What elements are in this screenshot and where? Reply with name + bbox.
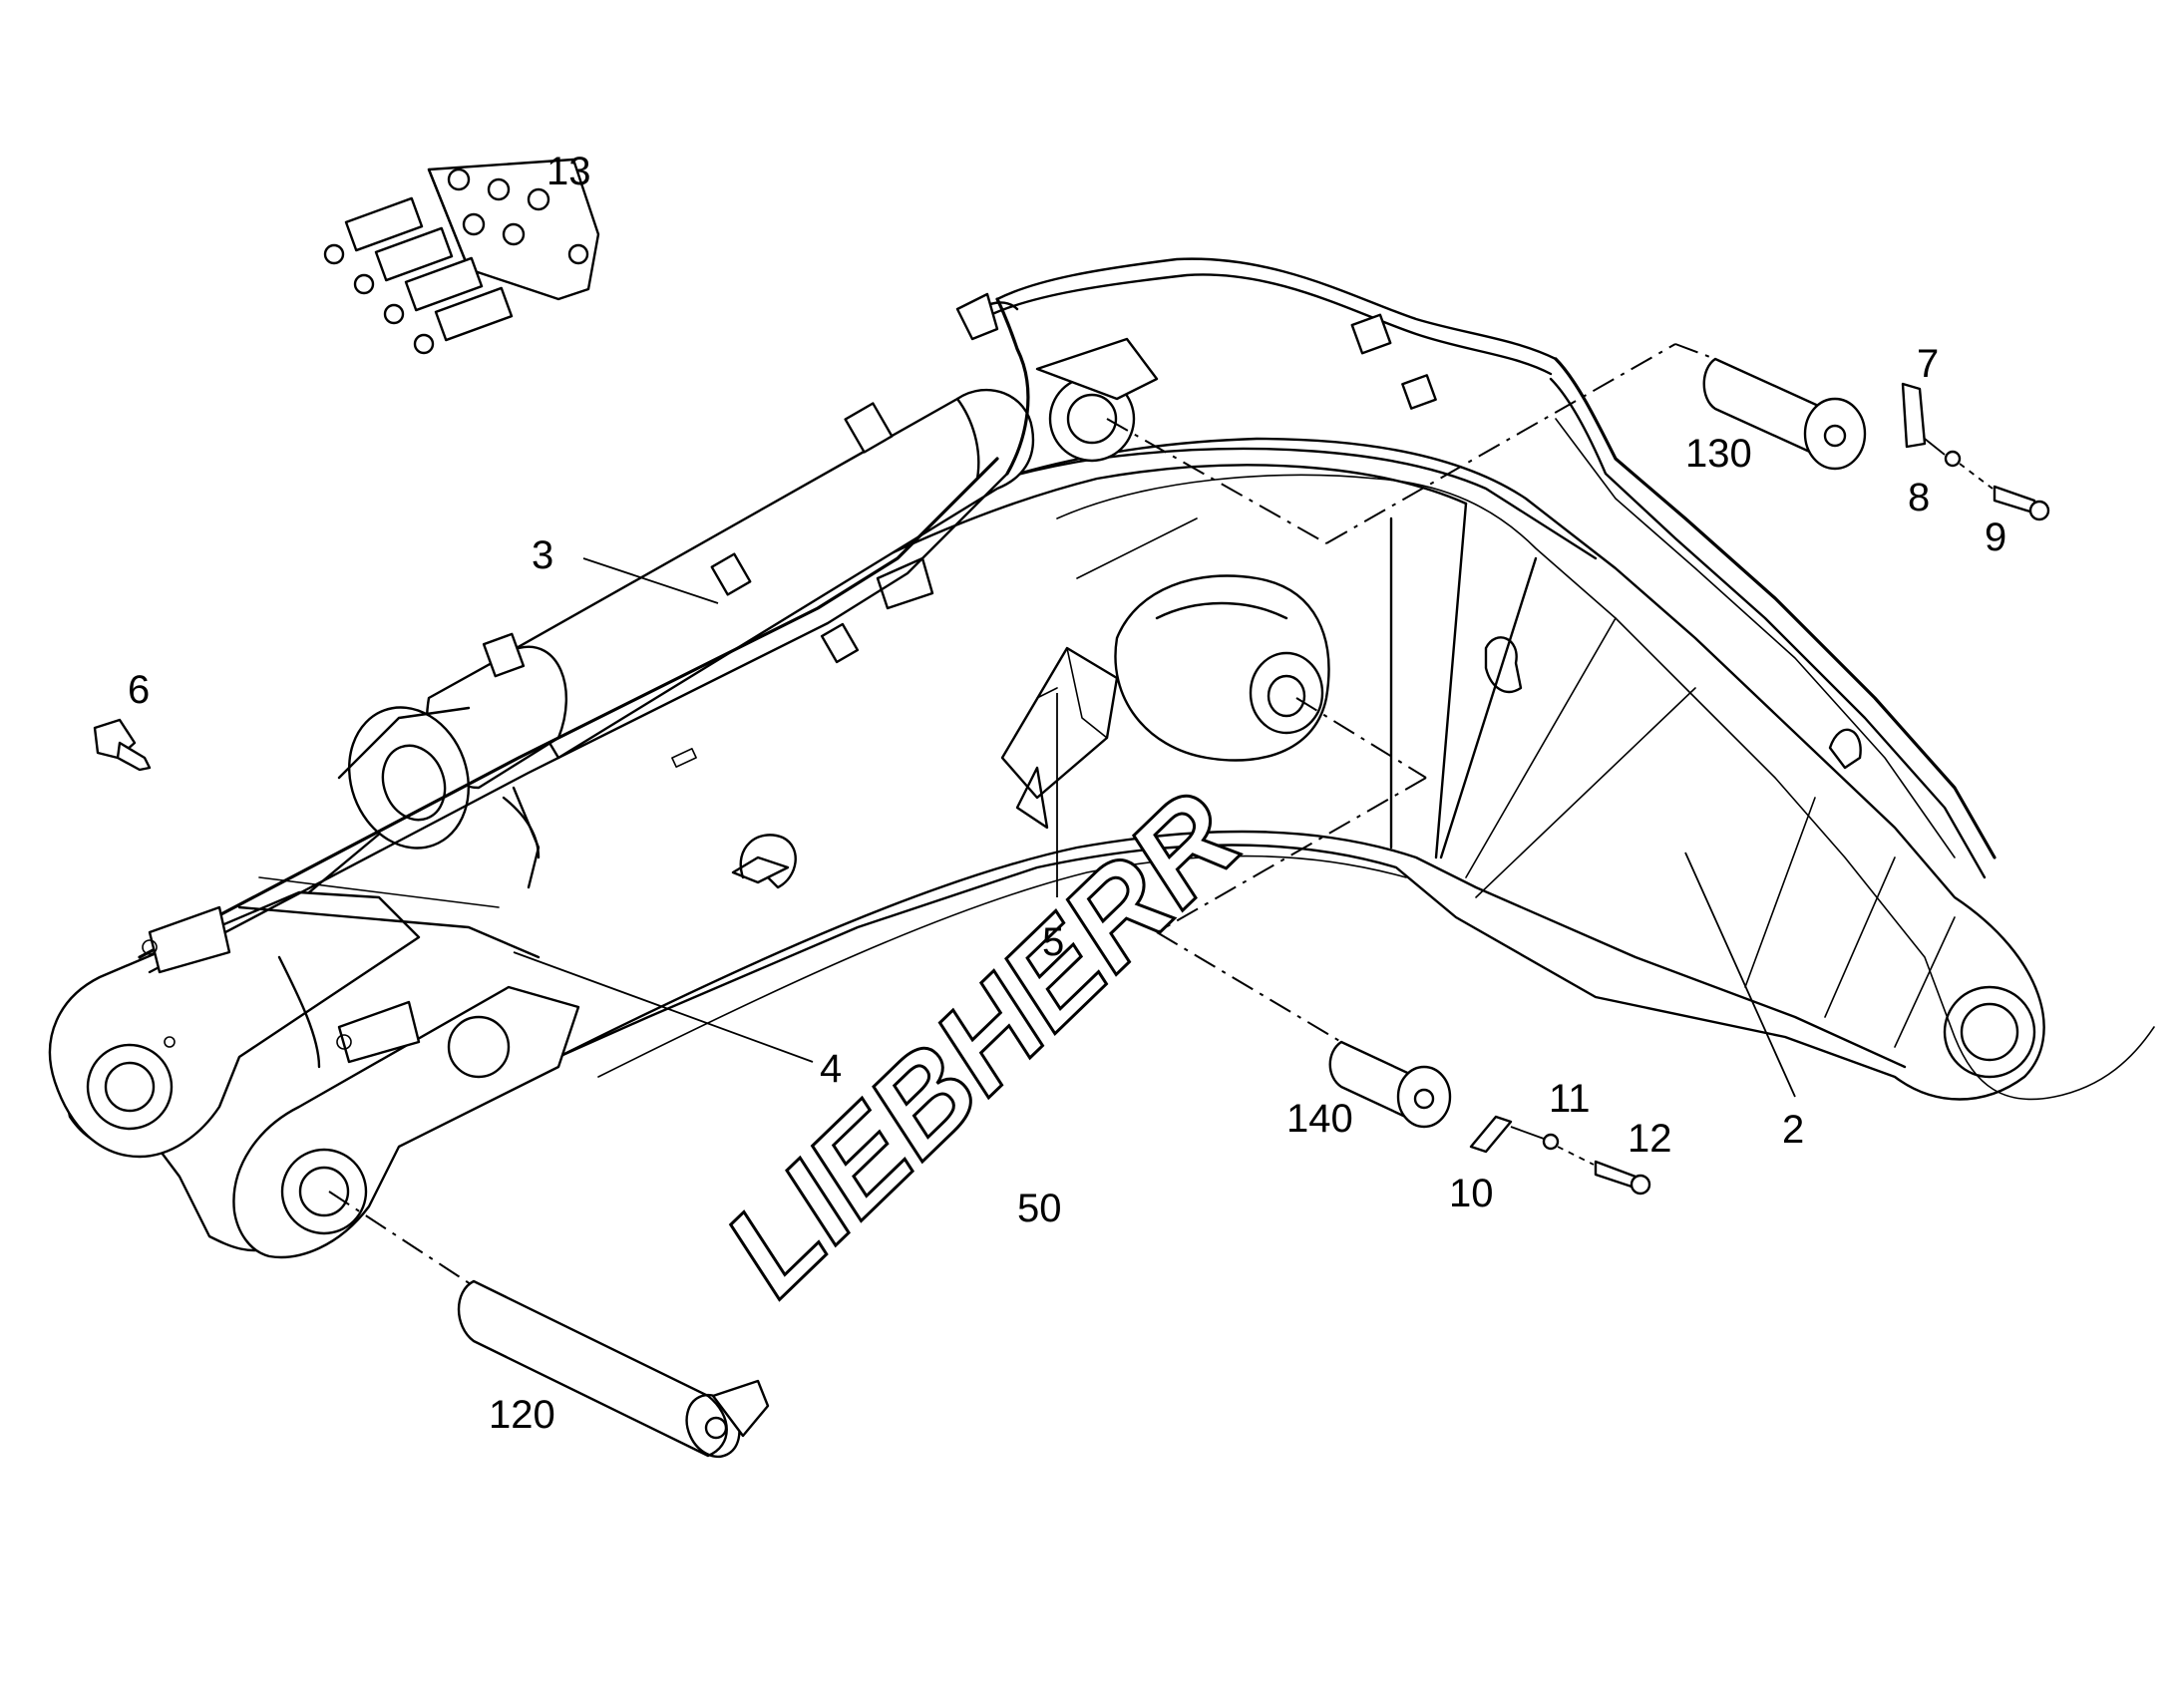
pin-120 xyxy=(457,1279,770,1459)
callout-5: 5 xyxy=(1042,920,1064,964)
callout-7: 7 xyxy=(1917,342,1939,386)
callout-9: 9 xyxy=(1985,515,2006,559)
callout-10: 10 xyxy=(1449,1172,1494,1215)
lamp-assembly xyxy=(1000,574,1330,830)
pin-130 xyxy=(1702,357,1867,471)
callout-130: 130 xyxy=(1685,432,1752,476)
callout-140: 140 xyxy=(1286,1097,1353,1141)
callout-13: 13 xyxy=(546,150,591,193)
callout-11: 11 xyxy=(1549,1077,1591,1121)
hardware-7-8-9 xyxy=(1901,382,2050,521)
callout-3: 3 xyxy=(532,533,553,577)
valve-block xyxy=(323,158,600,355)
pin-140 xyxy=(1328,1040,1452,1129)
callout-2: 2 xyxy=(1782,1108,1804,1152)
callouts: 13 3 6 5 4 2 7 130 8 9 11 12 140 10 50 1… xyxy=(128,150,2006,1437)
callout-4: 4 xyxy=(820,1047,842,1091)
callout-120: 120 xyxy=(489,1393,555,1437)
callout-50: 50 xyxy=(1017,1187,1062,1230)
hardware-10-11-12 xyxy=(1469,1115,1651,1196)
callout-6: 6 xyxy=(128,668,150,712)
callout-8: 8 xyxy=(1908,476,1930,519)
center-lines xyxy=(328,343,1716,1287)
boom-body xyxy=(48,437,2045,1259)
fitting-part-6 xyxy=(93,718,152,772)
callout-12: 12 xyxy=(1628,1117,1672,1161)
hydraulic-lines xyxy=(138,257,2155,1101)
boom-cylinder xyxy=(337,337,1159,889)
leader-lines xyxy=(513,557,1796,1098)
